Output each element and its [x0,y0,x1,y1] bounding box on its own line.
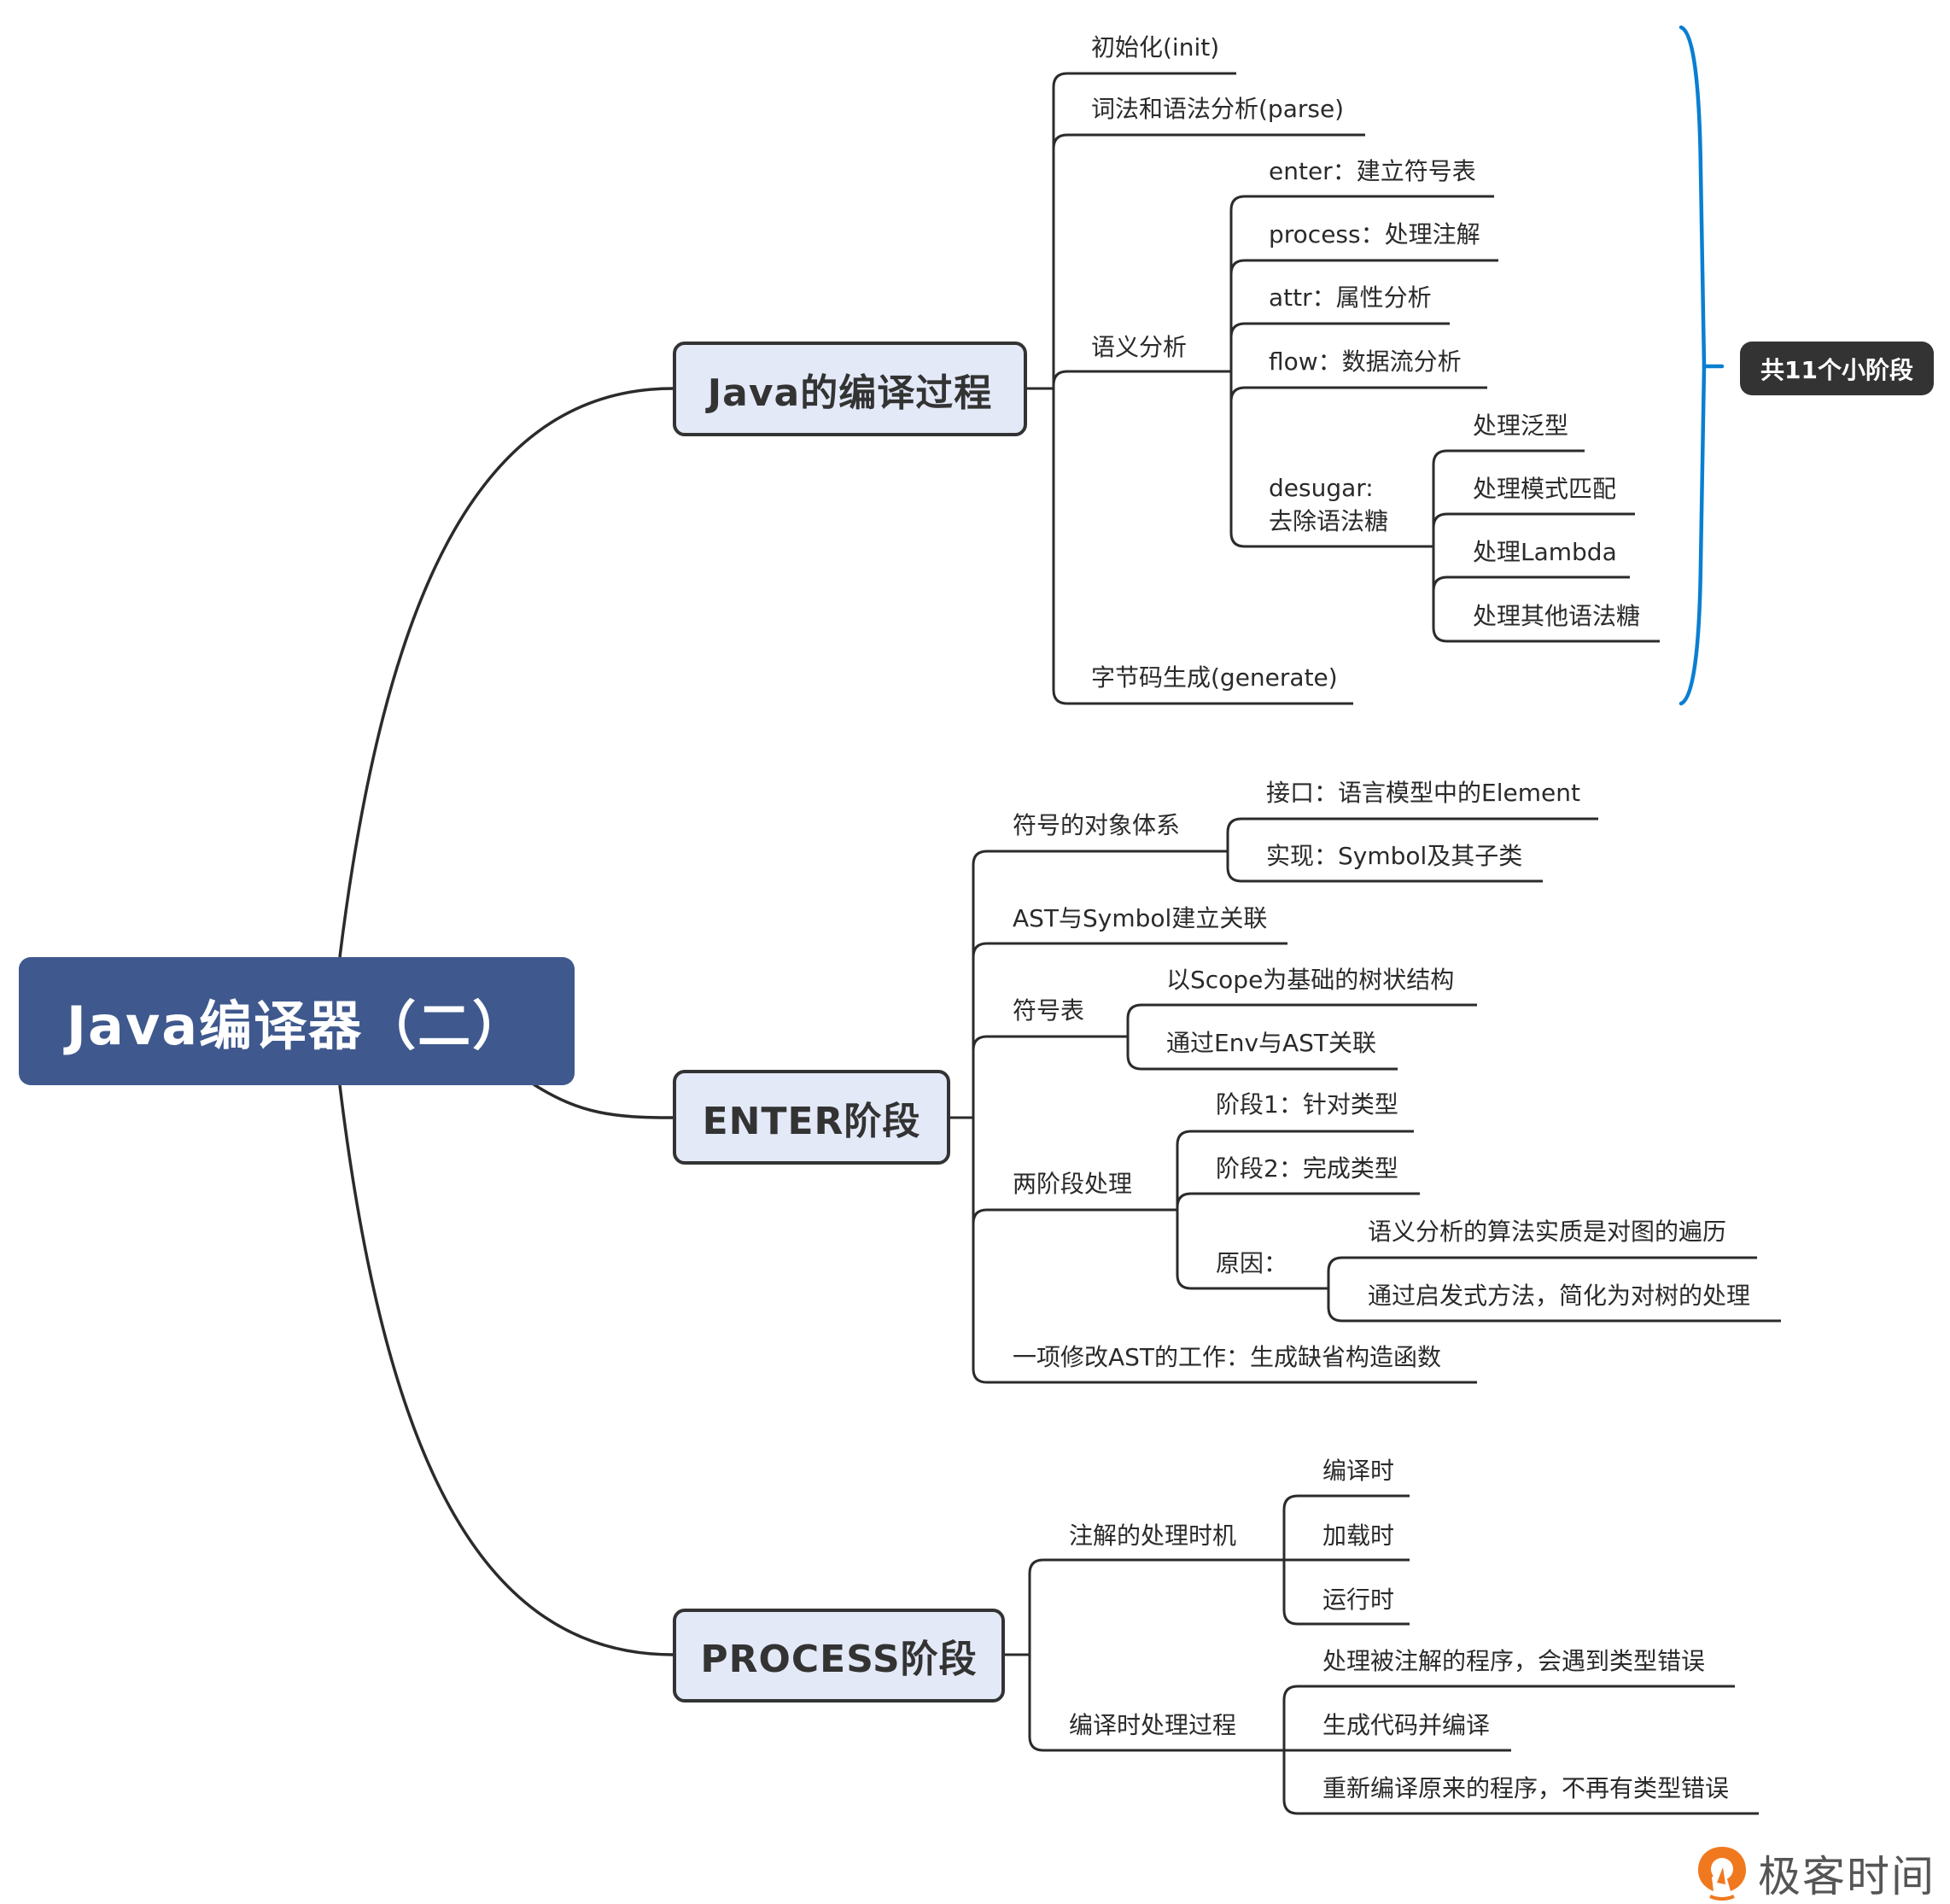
topic-lambda[interactable]: 处理Lambda [1473,538,1617,566]
compile-time-trunk [1284,1686,1800,1700]
two-phase-trunk [1176,1130,1192,1290]
underline-parse [1052,133,1365,149]
topic-generate[interactable]: 字节码生成(generate) [1091,663,1338,692]
topic-step-3[interactable]: 重新编译原来的程序，不再有类型错误 [1322,1774,1730,1802]
topic-load-timing[interactable]: 加载时 [1322,1521,1395,1550]
topic-implementation[interactable]: 实现：Symbol及其子类 [1266,842,1523,870]
topic-compile-time-process[interactable]: 编译时处理过程 [1069,1711,1237,1739]
topic-process[interactable]: process：处理注解 [1269,220,1480,248]
topic-semantic[interactable]: 语义分析 [1091,333,1188,361]
topic-pattern-matching[interactable]: 处理模式匹配 [1473,475,1617,503]
geektime-logo-icon [1698,1847,1746,1901]
reason-trunk [1327,1256,1343,1323]
topic-attr[interactable]: attr：属性分析 [1269,283,1432,312]
summary-label[interactable]: 共11个小阶段 [1740,342,1934,395]
topic-reason-tree[interactable]: 通过启发式方法，简化为对树的处理 [1368,1282,1751,1310]
enter-trunk [972,850,988,1384]
topic-desugar-line1[interactable]: desugar: [1269,474,1374,502]
topic-reason-graph[interactable]: 语义分析的算法实质是对图的遍历 [1368,1218,1727,1246]
topic-scope-tree[interactable]: 以Scope为基础的树状结构 [1166,966,1455,994]
underline-phase2 [1176,1192,1420,1208]
symbol-system-trunk [1226,817,1242,883]
topic-enter[interactable]: enter：建立符号表 [1269,157,1476,185]
node-process-phase[interactable]: PROCESS阶段 [673,1609,1005,1703]
semantic-trunk [1229,195,1246,548]
symbol-table-trunk [1126,1003,1142,1071]
underline-pattern [1432,512,1635,529]
topic-timing[interactable]: 注解的处理时机 [1069,1521,1237,1550]
topic-desugar-line2[interactable]: 去除语法糖 [1269,507,1389,535]
summary-label-text: 共11个小阶段 [1760,355,1913,384]
topic-reason[interactable]: 原因： [1216,1249,1288,1277]
root-label: Java编译器（二） [66,995,528,1057]
node-process-phase-label: PROCESS阶段 [700,1638,978,1681]
node-compile-process-label: Java的编译过程 [707,371,993,415]
underline-semantic [1052,370,1231,386]
compile-trunk [1052,72,1068,705]
topic-ast-symbol[interactable]: AST与Symbol建立关联 [1013,904,1268,932]
topic-env-ast[interactable]: 通过Env与AST关联 [1166,1029,1377,1057]
connector-root-enter [533,1083,674,1119]
underline-ast-symbol [972,942,1287,958]
geektime-logo: 极客时间 [1695,1843,1935,1904]
desugar-trunk [1432,449,1448,643]
root-node[interactable]: Java编译器（二） [19,957,575,1085]
topic-two-phase[interactable]: 两阶段处理 [1013,1170,1133,1198]
topic-step-2[interactable]: 生成代码并编译 [1322,1711,1491,1739]
summary-brace [1679,25,1707,706]
topic-phase1[interactable]: 阶段1：针对类型 [1216,1090,1398,1118]
topic-compile-timing[interactable]: 编译时 [1322,1457,1395,1485]
process-trunk [1028,1558,1044,1752]
node-enter-phase[interactable]: ENTER阶段 [673,1070,950,1165]
logo-text: 极客时间 [1758,1852,1935,1901]
topic-step-1[interactable]: 处理被注解的程序，会遇到类型错误 [1322,1647,1706,1675]
topic-interface[interactable]: 接口：语言模型中的Element [1266,779,1580,807]
topic-parse[interactable]: 词法和语法分析(parse) [1091,95,1345,123]
connector-root-process [338,1084,674,1656]
topic-init[interactable]: 初始化(init) [1091,33,1220,61]
topic-other-sugar[interactable]: 处理其他语法糖 [1473,602,1641,630]
node-compile-process[interactable]: Java的编译过程 [673,342,1027,436]
node-enter-phase-label: ENTER阶段 [702,1099,921,1143]
topic-generics[interactable]: 处理泛型 [1473,412,1569,440]
topic-symbol-system[interactable]: 符号的对象体系 [1013,811,1181,839]
connector-root-compile [338,387,674,958]
underline-lambda [1432,575,1630,592]
topic-runtime-timing[interactable]: 运行时 [1322,1586,1395,1614]
topic-modify-ast[interactable]: 一项修改AST的工作：生成缺省构造函数 [1013,1343,1442,1371]
underline-two-phase [972,1208,1177,1224]
topic-symbol-table[interactable]: 符号表 [1013,996,1085,1025]
underline-attr [1229,322,1450,338]
topic-flow[interactable]: flow：数据流分析 [1269,348,1462,376]
underline-process [1229,259,1498,275]
topic-phase2[interactable]: 阶段2：完成类型 [1216,1154,1398,1183]
underline-symbol-table [972,1035,1128,1051]
underline-flow [1229,386,1487,402]
